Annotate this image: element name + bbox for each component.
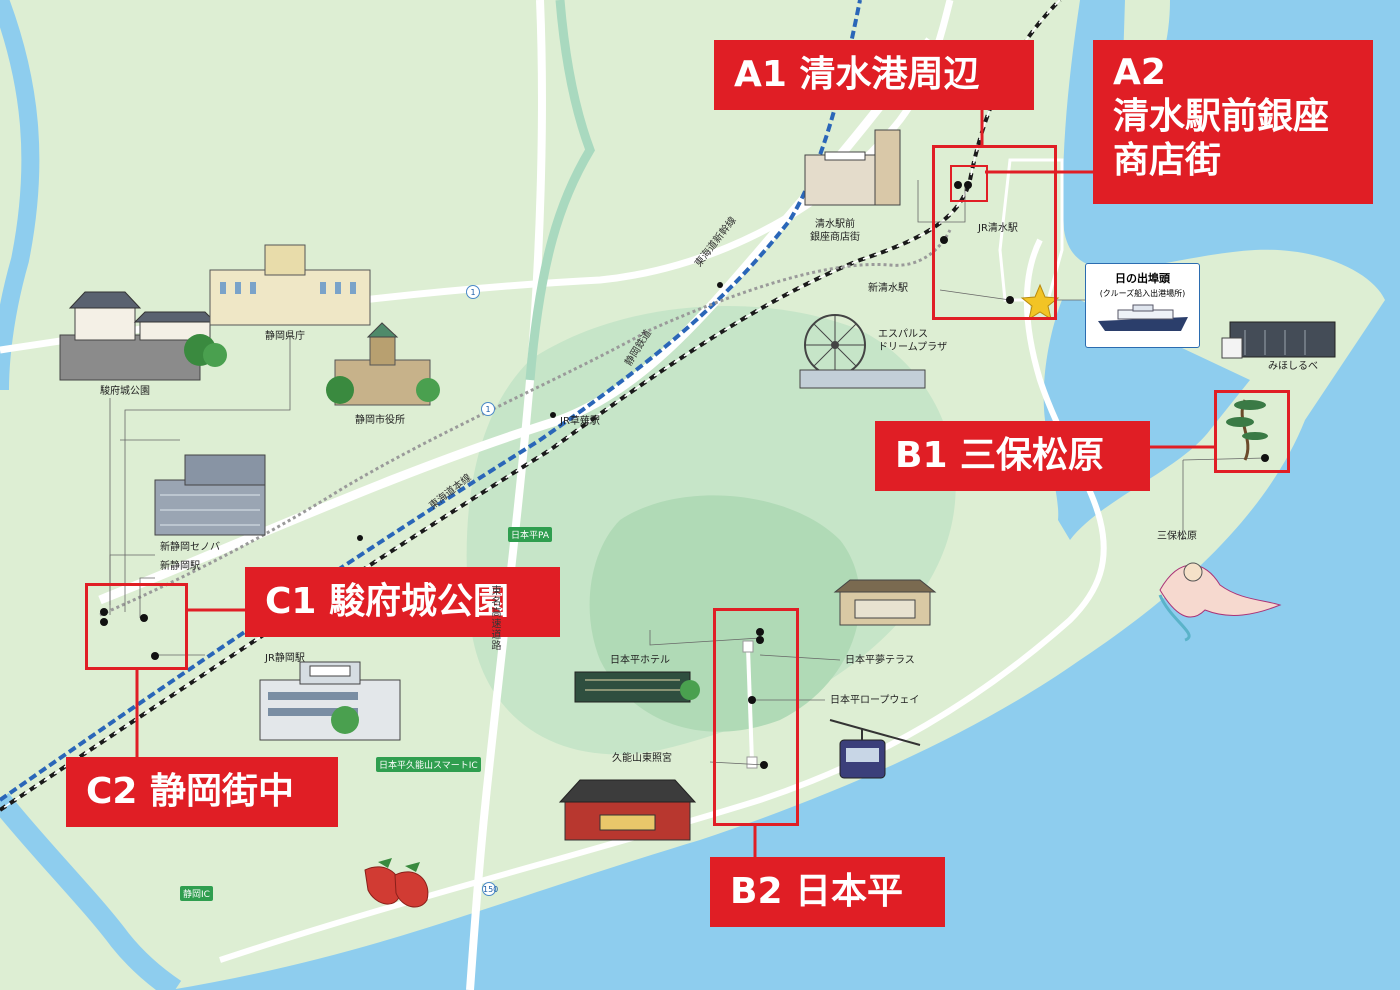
tomei-green [525,0,595,381]
hinode-pier-subtitle: (クルーズ船入出港場所) [1099,289,1186,298]
label-yume-terrace: 日本平夢テラス [845,655,915,666]
museum-building-icon [1221,321,1336,359]
label-s-pulse-l2: ドリームプラザ [878,342,948,353]
label-toshogu: 久能山東照宮 [612,753,672,764]
label-city-hall: 静岡市役所 [355,415,405,426]
label-shin-shimizu: 新清水駅 [868,283,908,294]
pine-tree-icon [1226,399,1268,461]
castle-icon [59,291,227,381]
highlight-box-a2 [950,165,988,202]
terrace-building-icon [833,579,937,626]
shinkansen-line [0,0,862,802]
highlight-box-b1 [1214,390,1290,473]
label-miho-matsubara: 三保松原 [1157,531,1197,542]
area-tag-c1[interactable]: C1 駿府城公園 [245,567,560,637]
hotel-icon [574,671,700,703]
shizutetsu-line [99,229,952,617]
label-shimizu-ginza-l1: 清水駅前 [815,219,855,230]
label-jr-kusanagi: JR草薙駅 [560,416,600,427]
area-tag-c2[interactable]: C2 静岡街中 [66,757,338,827]
station-building-icon [259,661,401,741]
area-tag-a2-line2: 清水駅前銀座 [1113,96,1330,137]
prefecture-building-icon [209,244,371,326]
route-1-marker-2: 1 [481,402,495,416]
area-tag-b1[interactable]: B1 三保松原 [875,421,1150,491]
angel-figure-icon [1158,562,1282,642]
label-ropeway: 日本平ロープウェイ [830,695,920,706]
highlight-box-c [85,583,188,670]
label-shimizu-ginza-l2: 銀座商店街 [810,232,860,243]
hinode-pier-title: 日の出埠頭 [1115,272,1170,285]
highlight-box-a1 [932,145,1057,320]
label-nihondaira-hotel: 日本平ホテル [610,655,670,666]
label-s-pulse-l1: エスパルス [878,329,928,340]
route-1-marker: 1 [466,285,480,299]
coast-road [219,238,1107,963]
hinode-pier-card[interactable]: 日の出埠頭 (クルーズ船入出港場所) [1085,263,1200,348]
badge-smart-ic: 日本平久能山スマートIC [376,757,481,772]
route-150-marker: 150 [482,882,498,896]
river-bottom [0,793,182,990]
label-shimizu-ginza: 清水駅前 銀座商店街 [810,218,860,244]
label-s-pulse: エスパルス ドリームプラザ [878,328,947,354]
label-jr-shizuoka: JR静岡駅 [265,653,305,664]
badge-shizuoka-ic: 静岡IC [180,886,213,901]
label-cenova: 新静岡セノバ [160,542,220,553]
area-tag-b2[interactable]: B2 日本平 [710,857,945,927]
tokaido-line [0,0,1062,812]
ferris-wheel-icon [799,314,926,389]
area-tag-a2-line1: A2 [1113,52,1166,93]
ropeway-gondola-icon [829,719,921,779]
label-mihashirube: みほしるべ [1268,361,1318,372]
city-hall-icon [326,322,440,406]
star-icon [1020,283,1060,321]
river-left [0,0,40,391]
cruise-ship-icon [1097,304,1188,331]
strawberry-icon [364,858,429,908]
label-sunpu-park: 駿府城公園 [100,386,150,397]
area-tag-a1[interactable]: A1 清水港周辺 [714,40,1034,110]
area-tag-a2[interactable]: A2 清水駅前銀座 商店街 [1093,40,1373,204]
tomei-expressway [466,0,546,990]
ropeway-line [746,647,754,763]
cenova-building-icon [154,454,266,536]
area-tag-a2-line3: 商店街 [1113,140,1222,181]
badge-nihondaira-pa: 日本平PA [508,527,553,542]
shopping-street-icon [804,129,901,206]
label-prefecture-office: 静岡県庁 [265,331,305,342]
label-shin-shizuoka: 新静岡駅 [160,561,200,572]
highlight-box-b2 [713,608,799,826]
label-tomei: 東名高速道路 [489,585,500,651]
label-jr-shimizu: JR清水駅 [978,223,1018,234]
shrine-icon [558,779,697,841]
